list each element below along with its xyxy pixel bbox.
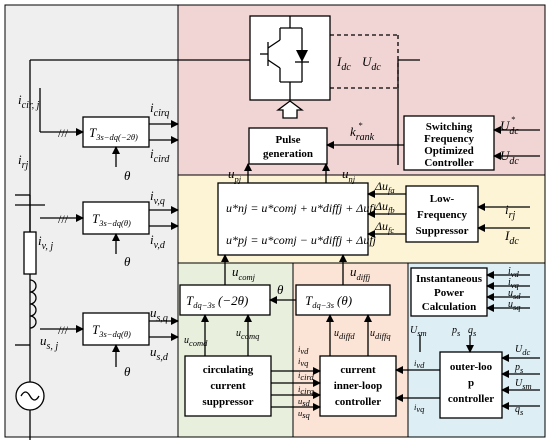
switching-line-1: Switching: [426, 121, 473, 133]
t3s-dq-theta-current-label: T3s−dq(θ): [92, 211, 131, 228]
usq-p: usq: [508, 299, 521, 312]
upj-label: upj: [228, 166, 242, 184]
outer-line-2: p: [468, 377, 474, 389]
lowfreq-line-1: Low-: [430, 193, 455, 205]
icird-label: icird: [150, 146, 170, 165]
tdq-3s-theta-label: Tdq−3s(θ): [305, 293, 352, 310]
usq-c: usq: [298, 408, 311, 420]
t3s-dq-theta-voltage-block: [82, 312, 150, 346]
low-frequency-suppressor-block: [405, 185, 479, 243]
qs-star-r: qs: [515, 404, 524, 417]
irj-label: irj: [18, 152, 29, 171]
equation-upj: u*pj = u*comj − u*diffj + Δufj: [226, 233, 377, 247]
icird-c: icird: [298, 370, 315, 382]
pulse-line-1: Pulse: [275, 134, 300, 146]
outer-line-3: controller: [448, 393, 494, 405]
switching-line-3: Optimized: [424, 145, 474, 157]
usm-label: Usm: [410, 325, 427, 338]
power-calculation-block: [410, 267, 488, 317]
ivd-label: iv,d: [150, 232, 166, 251]
icirq-c: icirq: [298, 384, 315, 396]
krank-label: krank*: [350, 120, 375, 143]
power-line-3: Calculation: [422, 301, 476, 313]
block-arrow-icon: [276, 100, 304, 119]
udc-star-input: Udc*: [500, 114, 519, 137]
inner-line-3: controller: [335, 396, 381, 408]
ivq-c: ivq: [298, 356, 309, 368]
ivd-p: ivd: [508, 266, 520, 279]
usd-label: us,d: [150, 344, 169, 363]
tdq-3s-neg2theta-label: Tdq−3s(−2θ): [186, 293, 248, 310]
ucomj-label: ucomj: [232, 264, 256, 282]
icir-j-label: icir, j: [18, 92, 40, 111]
idc-label: Idc: [336, 54, 351, 73]
resistor-icon: [23, 231, 37, 275]
ivd-star: ivd: [414, 358, 425, 370]
qs-label: qs: [468, 325, 477, 338]
outer-line-1: outer-loo: [450, 361, 493, 373]
measurement-slash-icon: ///: [58, 323, 69, 337]
dufc-label: Δufc: [374, 219, 394, 235]
t3s-dq-neg2theta-label: T3s−dq(−2θ): [89, 125, 138, 142]
ps-label: ps: [451, 325, 461, 338]
udiffj-label: udiffj: [350, 264, 371, 282]
outer-loop-controller-block: [439, 351, 503, 419]
power-line-2: Power: [434, 287, 464, 299]
inner-line-2: inner-loop: [334, 380, 383, 392]
lowfreq-line-2: Frequency: [417, 209, 467, 221]
ivd-c: ivd: [298, 344, 309, 356]
circulating-line-2: current: [210, 380, 246, 392]
usq-label: us,q: [150, 305, 168, 324]
theta-mid: θ: [124, 254, 131, 269]
measurement-slash-icon: ///: [58, 126, 69, 140]
switching-frequency-block: [403, 115, 495, 171]
measurement-slash-icon: ///: [58, 212, 69, 226]
ivq-p: ivq: [508, 277, 520, 290]
unj-label: unj: [342, 166, 356, 184]
current-inner-loop-block: [319, 355, 397, 417]
usd-c: usd: [298, 396, 311, 408]
ivq-label: iv,q: [150, 188, 165, 207]
inner-line-1: current: [340, 364, 376, 376]
inductor-icon: [29, 279, 37, 329]
switching-line-2: Frequency: [424, 133, 474, 145]
circulating-line-1: circulating: [203, 364, 254, 376]
idc-input: Idc: [504, 228, 519, 247]
modulation-equation-block: [217, 182, 369, 256]
theta-bot: θ: [124, 364, 131, 379]
usm-star-r: Usm: [515, 378, 532, 391]
ivq-star: ivq: [414, 402, 425, 414]
circulating-line-3: suppressor: [202, 396, 253, 408]
theta-top: θ: [124, 168, 131, 183]
usj-label: us, j: [40, 333, 58, 352]
icirq-label: icirq: [150, 100, 169, 119]
ps-star-r: ps: [514, 362, 524, 375]
tdq-3s-neg2theta-block: [179, 284, 271, 316]
equation-unj: u*nj = u*comj + u*diffj + Δufj: [226, 201, 377, 215]
igbt-switch-icon: [249, 15, 331, 101]
usd-p: usd: [508, 288, 521, 301]
lowfreq-line-3: Suppressor: [416, 225, 469, 237]
pulse-line-2: generation: [263, 148, 313, 160]
power-line-1: Instantaneous: [416, 273, 483, 285]
t3s-dq-theta-voltage-label: T3s−dq(θ): [92, 322, 131, 339]
switching-line-4: Controller: [424, 157, 473, 169]
udc-input: Udc: [500, 148, 519, 167]
dufb-label: Δufb: [374, 199, 395, 215]
circulating-current-suppressor-block: [184, 355, 272, 417]
theta-inv: θ: [277, 282, 284, 297]
udiffq-label: udiffq: [370, 328, 391, 341]
ivj-label: iv, j: [38, 233, 53, 252]
udc-label: Udc: [362, 54, 381, 73]
irj-input: irj: [505, 202, 516, 221]
ucomq-label: ucomq: [236, 328, 260, 341]
udiffd-label: udiffd: [334, 328, 355, 341]
dufa-label: Δufa: [374, 179, 395, 195]
udc-star-r: Udc: [515, 344, 530, 357]
ucomd-label: ucomd: [184, 335, 208, 348]
